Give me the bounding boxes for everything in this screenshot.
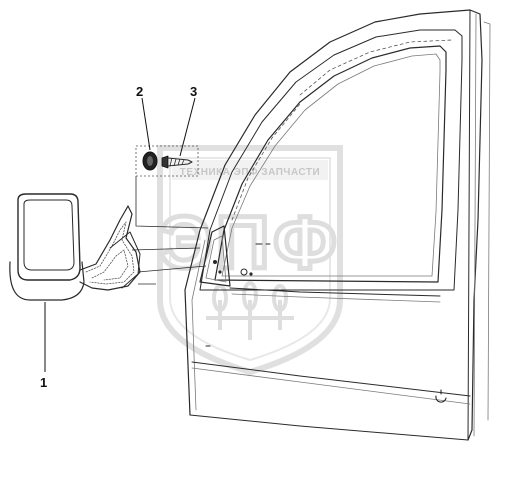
side-mirror: [9, 193, 141, 301]
screw-icon: [161, 155, 193, 169]
mirror-mount-corner: [199, 225, 231, 287]
callout-label-1: 1: [40, 375, 47, 390]
mirror-head: [17, 193, 81, 281]
door-outline: [184, 9, 483, 441]
watermark-shield: [157, 145, 343, 376]
mirror-glass: [23, 199, 75, 271]
callout-labels: 1 2 3: [40, 84, 197, 390]
watermark-main-text: ЭПФ: [160, 201, 341, 284]
callout-leaders: [44, 97, 196, 372]
watermark-wheat-icon: [206, 281, 294, 340]
fastener-box: [135, 145, 199, 177]
watermark-top-text: ТЕХНИКА ЭПФ ЗАПЧАСТИ: [180, 167, 320, 178]
assembly-lines: [131, 176, 209, 285]
door: [184, 9, 491, 441]
callout-label-3: 3: [190, 84, 197, 99]
door-window: [214, 45, 447, 283]
mirror-arm: [79, 205, 141, 291]
door-lock-icon: [435, 389, 447, 403]
leader-line-3: [179, 97, 196, 157]
plug-icon: [142, 151, 158, 171]
fastener-parts: [135, 145, 199, 177]
leader-line-2: [141, 97, 151, 151]
callout-label-2: 2: [136, 84, 143, 99]
door-crease-line: [191, 361, 471, 397]
